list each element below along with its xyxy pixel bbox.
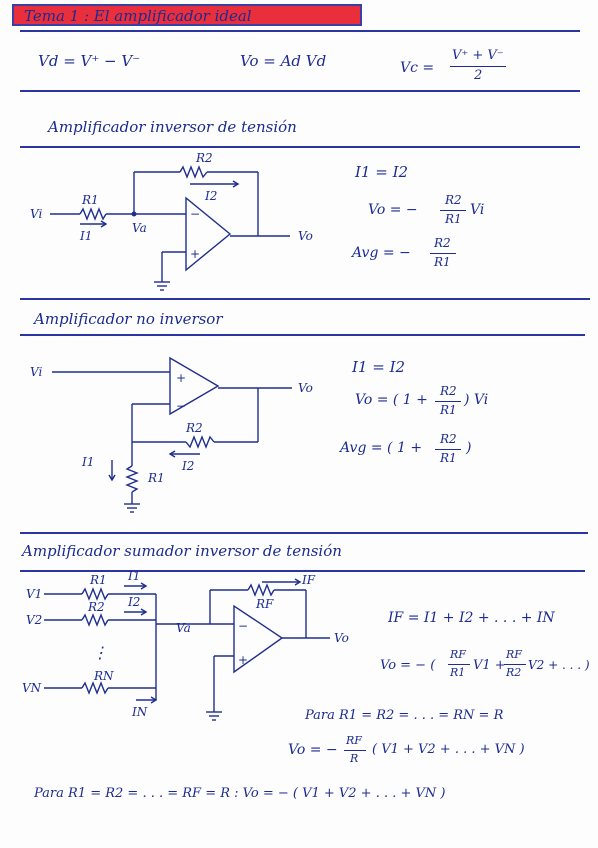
opamp-minus: − bbox=[190, 207, 200, 221]
para-condition-2: Para R1 = R2 = . . . = RF = R : Vo = − (… bbox=[34, 786, 446, 801]
opamp-minus: − bbox=[176, 399, 186, 413]
label-vo: Vo bbox=[298, 229, 313, 243]
eq-vo-lhs: Vo = ( 1 + bbox=[355, 392, 428, 408]
label-v2: V2 bbox=[26, 613, 42, 627]
eq-avg-denominator: R1 bbox=[440, 451, 457, 465]
opamp-plus: + bbox=[238, 653, 248, 667]
eq-avg-denominator: R1 bbox=[434, 255, 451, 269]
eq-vo-numerator: R2 bbox=[445, 193, 462, 207]
eq-vo-equal-r-rhs: ( V1 + V2 + . . . + VN ) bbox=[372, 742, 525, 757]
label-rf: RF bbox=[255, 597, 274, 611]
fraction-bar bbox=[344, 750, 366, 751]
eq-i1-i2: I1 = I2 bbox=[355, 163, 409, 181]
fraction-bar bbox=[504, 664, 526, 665]
fraction-bar bbox=[450, 66, 506, 67]
divider bbox=[20, 30, 580, 32]
label-vo: Vo bbox=[334, 631, 349, 645]
label-r1: R1 bbox=[89, 573, 107, 587]
label-dots: ⋮ bbox=[92, 643, 108, 662]
eq-vo-mid: V1 + bbox=[473, 658, 506, 673]
divider bbox=[20, 90, 580, 92]
eq-vo-denominator: R1 bbox=[440, 403, 457, 417]
formula-vd: Vd = V⁺ − V⁻ bbox=[38, 52, 141, 70]
label-vo: Vo bbox=[298, 381, 313, 395]
eq-if-sum: IF = I1 + I2 + . . . + IN bbox=[388, 610, 555, 626]
section-title-inverting: Amplificador inversor de tensión bbox=[48, 118, 297, 136]
label-vn: VN bbox=[22, 681, 42, 695]
label-v1: V1 bbox=[26, 587, 42, 601]
fraction-bar bbox=[430, 253, 456, 254]
divider bbox=[20, 532, 588, 534]
eq-vo-rhs: V2 + . . . ) bbox=[528, 658, 590, 672]
label-vi: Vi bbox=[30, 207, 42, 221]
fraction-bar bbox=[440, 210, 466, 211]
title-banner: Tema 1 : El amplificador ideal bbox=[12, 4, 362, 26]
eq-vo-equal-r-lhs: Vo = − bbox=[288, 742, 338, 758]
label-r2: R2 bbox=[195, 151, 213, 165]
fraction-bar bbox=[435, 449, 461, 450]
label-r2: R2 bbox=[87, 600, 105, 614]
opamp-minus: − bbox=[238, 619, 248, 633]
eq-avg-numerator: R2 bbox=[440, 432, 457, 446]
page-title: Tema 1 : El amplificador ideal bbox=[24, 7, 252, 25]
label-i2: I2 bbox=[204, 189, 217, 203]
divider bbox=[20, 298, 590, 300]
eq-vo-rhs: Vi bbox=[470, 202, 485, 218]
formula-vc-denominator: 2 bbox=[474, 68, 483, 83]
eq-vo-lhs: Vo = − ( bbox=[380, 658, 436, 673]
formula-vc-numerator: V⁺ + V⁻ bbox=[452, 48, 504, 63]
divider bbox=[20, 570, 585, 572]
label-i2: I2 bbox=[181, 459, 194, 473]
label-r1: R1 bbox=[147, 471, 165, 485]
section-title-summing: Amplificador sumador inversor de tensión bbox=[22, 542, 342, 560]
label-va: Va bbox=[132, 221, 147, 235]
eq-avg-lhs: Avg = ( 1 + bbox=[340, 440, 423, 456]
label-in: IN bbox=[131, 705, 148, 719]
eq-vo-numerator: R2 bbox=[440, 384, 457, 398]
label-i2: I2 bbox=[127, 595, 140, 609]
label-if: IF bbox=[301, 573, 316, 587]
divider bbox=[20, 334, 585, 336]
label-va: Va bbox=[176, 621, 191, 635]
section-title-non-inverting: Amplificador no inversor bbox=[34, 310, 223, 328]
fraction-bar bbox=[435, 401, 461, 402]
eq-vo-equal-r-num: RF bbox=[346, 734, 362, 747]
opamp-plus: + bbox=[176, 371, 186, 385]
label-i1: I1 bbox=[81, 455, 94, 469]
label-i1: I1 bbox=[79, 229, 92, 243]
eq-vo-equal-r-den: R bbox=[350, 752, 359, 765]
eq-vo-num1: RF bbox=[450, 648, 466, 661]
opamp-plus: + bbox=[190, 247, 200, 261]
label-vi: Vi bbox=[30, 365, 42, 379]
eq-vo-rhs: ) Vi bbox=[464, 392, 489, 408]
eq-vo-den2: R2 bbox=[506, 666, 522, 679]
eq-avg-numerator: R2 bbox=[434, 236, 451, 250]
eq-avg-rhs: ) bbox=[466, 440, 472, 456]
eq-vo-num2: RF bbox=[506, 648, 522, 661]
formula-vc-lhs: Vc = bbox=[400, 60, 435, 76]
para-condition-1: Para R1 = R2 = . . . = RN = R bbox=[305, 708, 504, 723]
label-r2: R2 bbox=[185, 421, 203, 435]
eq-vo-lhs: Vo = − bbox=[368, 202, 418, 218]
eq-vo-den1: R1 bbox=[450, 666, 466, 679]
formula-vo: Vo = Ad Vd bbox=[240, 52, 327, 70]
fraction-bar bbox=[448, 664, 470, 665]
divider bbox=[20, 146, 580, 148]
label-r1: R1 bbox=[81, 193, 99, 207]
label-i1: I1 bbox=[127, 569, 140, 583]
eq-vo-denominator: R1 bbox=[445, 212, 462, 226]
eq-avg-lhs: Avg = − bbox=[352, 245, 411, 261]
label-rn: RN bbox=[93, 669, 114, 683]
eq-i1-i2: I1 = I2 bbox=[352, 358, 406, 376]
